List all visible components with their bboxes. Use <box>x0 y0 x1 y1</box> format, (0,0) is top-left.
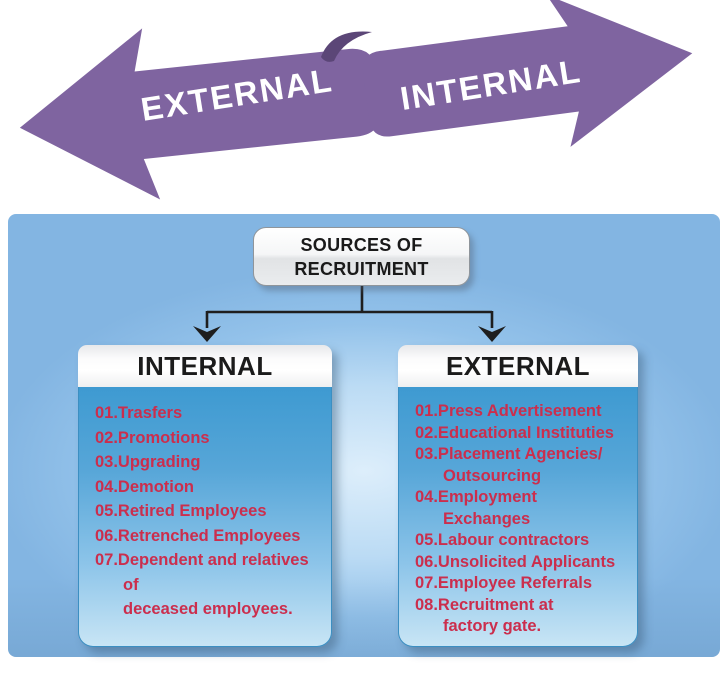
list-item: 07.Dependent and relatives of deceased e… <box>95 551 309 618</box>
connector-lines <box>193 286 506 342</box>
root-title-line2: RECRUITMENT <box>294 258 429 279</box>
list-item: 01.Press Advertisement <box>415 402 602 420</box>
list-item: 03.Placement Agencies/ Outsourcing <box>415 445 603 485</box>
internal-branch-title: INTERNAL <box>137 350 273 381</box>
left-arrow-shape <box>19 28 381 200</box>
diagram-panel: SOURCES OF RECRUITMENT INTERNAL 01.Trasf… <box>8 214 720 657</box>
external-branch-node: EXTERNAL 01.Press Advertisement 02.Educa… <box>398 345 638 647</box>
ribbon-fold-icon <box>321 31 372 62</box>
direction-arrows-banner: EXTERNAL INTERNAL <box>19 0 693 200</box>
list-item: 02.Educational Instituties <box>415 423 614 442</box>
external-branch-list: 01.Press Advertisement 02.Educational In… <box>398 387 638 647</box>
list-item: 07.Employee Referrals <box>415 574 593 592</box>
list-item: 05.Retired Employees <box>95 502 267 520</box>
internal-branch-header: INTERNAL <box>78 345 332 387</box>
list-item: 02.Promotions <box>95 428 210 447</box>
list-item: 08.Recruitment at factory gate. <box>415 595 554 636</box>
external-branch-header: EXTERNAL <box>398 345 638 387</box>
root-node: SOURCES OF RECRUITMENT <box>253 227 470 286</box>
down-arrowhead-icon <box>478 326 506 342</box>
internal-branch-node: INTERNAL 01.Trasfers 02.Promotions 03.Up… <box>78 345 332 647</box>
list-item: 03.Upgrading <box>95 453 201 471</box>
list-item: 06.Unsolicited Applicants <box>415 552 616 571</box>
down-arrowhead-icon <box>193 326 221 342</box>
list-item: 04.Demotion <box>95 477 195 496</box>
list-item: 01.Trasfers <box>95 404 183 422</box>
list-item: 04.Employment Exchanges <box>415 488 537 528</box>
list-item: 06.Retrenched Employees <box>95 526 301 545</box>
root-title-line1: SOURCES OF <box>300 234 423 255</box>
internal-branch-list: 01.Trasfers 02.Promotions 03.Upgrading 0… <box>78 387 332 647</box>
right-arrow-shape <box>362 0 693 147</box>
list-item: 05.Labour contractors <box>415 531 590 549</box>
external-branch-title: EXTERNAL <box>445 350 591 381</box>
